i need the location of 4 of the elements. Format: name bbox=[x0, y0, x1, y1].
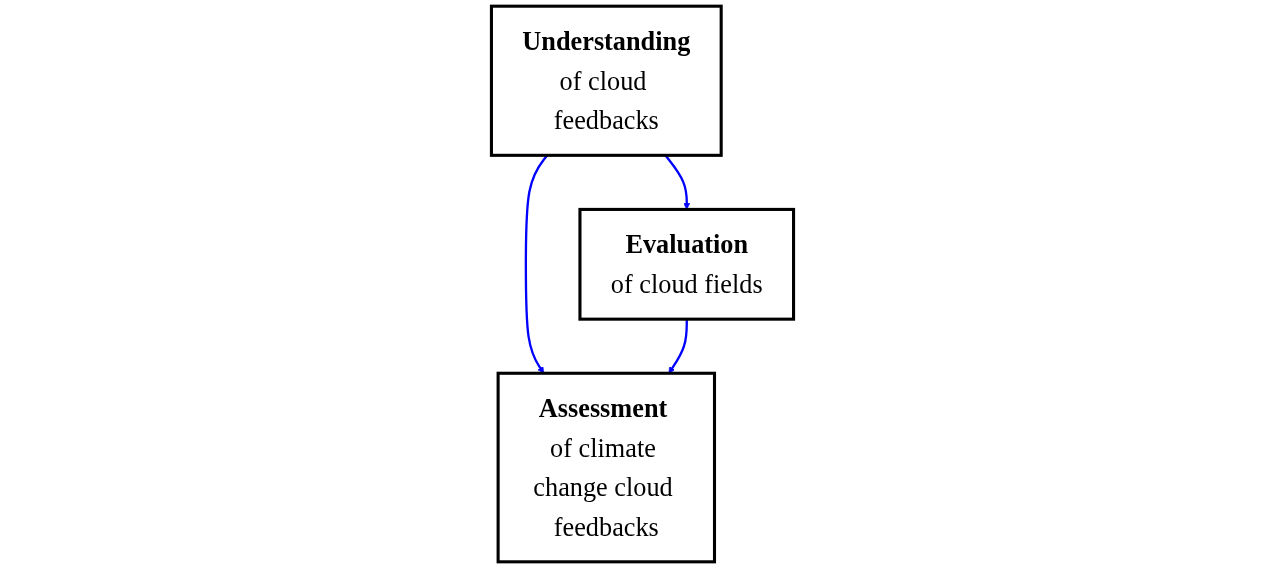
node-box: Understanding of cloud feedbacks bbox=[489, 4, 723, 157]
node-box: Evaluation of cloud fields bbox=[578, 207, 796, 321]
arrow bbox=[668, 319, 688, 374]
node-box: Assessment of climate change cloud feedbacks bbox=[496, 371, 717, 564]
